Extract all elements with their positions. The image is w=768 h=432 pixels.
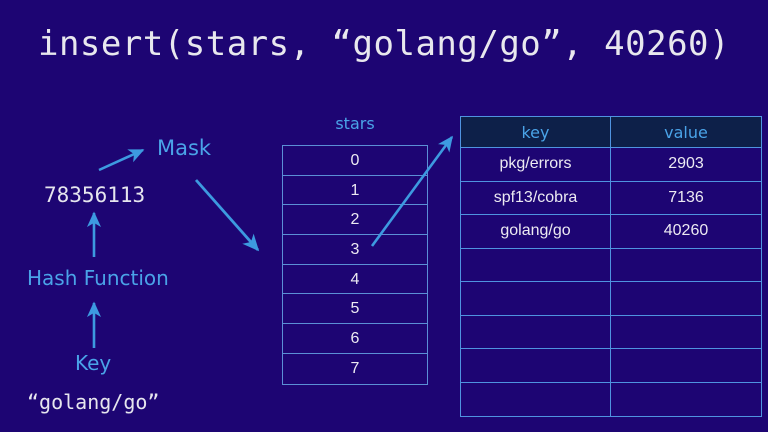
mask-label: Mask bbox=[157, 136, 212, 160]
key-value-table: key value pkg/errors 2903 spf13/cobra 7136 gol… bbox=[460, 116, 762, 417]
stars-cell[interactable]: 3 bbox=[283, 235, 427, 265]
arrow-mask-to-bucket bbox=[194, 179, 260, 252]
table-row[interactable] bbox=[461, 315, 761, 349]
hash-value: 78356113 bbox=[44, 183, 146, 207]
table-cell-value: 7136 bbox=[668, 188, 704, 206]
page-title: insert(stars, “golang/go”, 40260) bbox=[37, 24, 730, 64]
table-header-row: key value bbox=[461, 117, 761, 148]
table-row[interactable] bbox=[461, 349, 761, 383]
table-cell-value bbox=[611, 383, 761, 417]
table-row[interactable]: pkg/errors 2903 bbox=[461, 148, 761, 182]
stars-cell[interactable]: 6 bbox=[283, 324, 427, 354]
table-cell-key: golang/go bbox=[461, 215, 611, 248]
stars-cell[interactable]: 7 bbox=[350, 359, 360, 377]
key-value: “golang/go” bbox=[27, 390, 160, 414]
table-cell-key bbox=[461, 382, 611, 416]
table-cell-value bbox=[611, 316, 761, 349]
stars-array-label: stars bbox=[335, 114, 375, 133]
table-cell-key: spf13/cobra bbox=[461, 181, 611, 214]
table-cell-key: pkg/errors bbox=[461, 148, 611, 181]
table-cell-key bbox=[461, 315, 611, 348]
hash-function-label: Hash Function bbox=[27, 266, 169, 290]
column-header-value: value bbox=[664, 122, 708, 142]
table-cell-value: 2903 bbox=[668, 155, 704, 173]
table-cell-value bbox=[611, 249, 761, 282]
table-row[interactable] bbox=[461, 382, 761, 417]
stars-cell[interactable]: 2 bbox=[283, 205, 427, 236]
table-cell-key bbox=[461, 282, 611, 315]
table-row[interactable] bbox=[461, 248, 761, 282]
table-cell-value bbox=[611, 349, 761, 382]
key-label: Key bbox=[75, 351, 112, 375]
column-header-key: key bbox=[461, 117, 611, 147]
arrow-value-to-mask bbox=[98, 148, 145, 172]
stars-cell[interactable]: 1 bbox=[283, 176, 427, 206]
table-row[interactable]: spf13/cobra 7136 bbox=[461, 181, 761, 215]
stars-cell[interactable]: 4 bbox=[283, 265, 427, 295]
table-cell-value: 40260 bbox=[663, 222, 709, 240]
table-row[interactable] bbox=[461, 282, 761, 316]
table-cell-key bbox=[461, 248, 611, 281]
stars-cell[interactable]: 0 bbox=[283, 146, 427, 176]
table-row[interactable]: golang/go 40260 bbox=[461, 215, 761, 249]
table-cell-value bbox=[611, 282, 761, 315]
stars-cell[interactable]: 5 bbox=[283, 294, 427, 325]
table-cell-key bbox=[461, 349, 611, 382]
